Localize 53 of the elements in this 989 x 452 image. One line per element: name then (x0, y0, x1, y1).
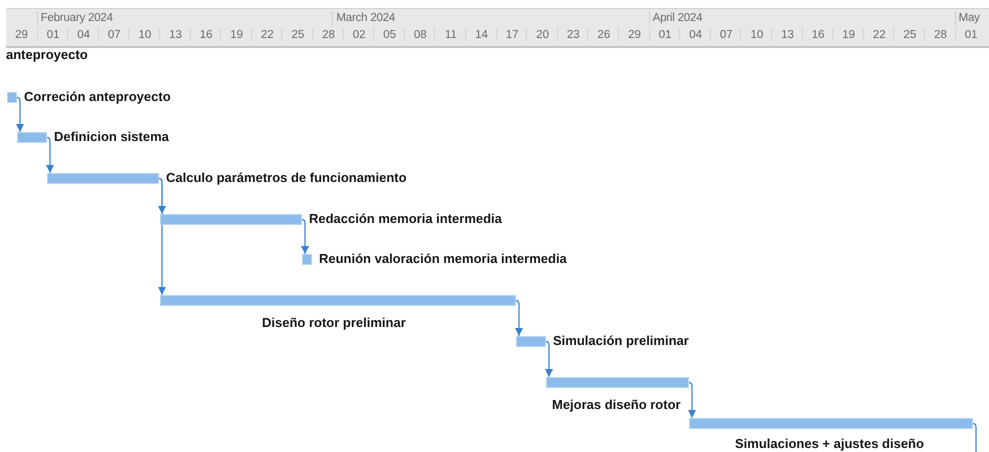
day-label: 22 (250, 28, 283, 42)
day-label: 17 (496, 28, 528, 42)
day-label: 23 (556, 28, 589, 42)
day-label: 16 (802, 28, 834, 42)
task-label: Mejoras diseño rotor (552, 397, 681, 412)
day-label: 02 (342, 28, 375, 42)
day-label: 01 (954, 28, 987, 42)
month-label: April 2024 (648, 11, 702, 25)
day-label: 13 (159, 28, 191, 42)
day-label: 13 (771, 28, 803, 42)
day-label: 10 (128, 28, 160, 42)
month-label: May (954, 11, 980, 25)
day-label: 05 (373, 28, 406, 42)
dependency-arrow (158, 178, 166, 295)
day-label: 28 (312, 28, 344, 42)
task-label: Correción anteproyecto (24, 89, 171, 104)
day-label: 01 (648, 28, 681, 42)
day-label: 19 (832, 28, 864, 42)
dependency-arrow (515, 300, 523, 336)
day-label: 14 (465, 28, 497, 42)
task-label: Redacción memoria intermedia (309, 211, 502, 226)
task-label: Definicion sistema (54, 129, 169, 144)
dependency-arrow (46, 136, 54, 173)
task-label: Simulaciones + ajustes diseño (735, 436, 924, 451)
day-label: 29 (14, 28, 29, 42)
task-label: Reunión valoración memoria intermedia (319, 251, 567, 266)
day-label: 07 (98, 28, 130, 42)
summary-task-label: anteproyecto (6, 47, 88, 62)
day-label: 25 (893, 28, 926, 42)
day-label: 04 (679, 28, 712, 42)
dependency-arrow (545, 340, 553, 377)
day-label: 07 (710, 28, 742, 42)
day-label: 20 (526, 28, 558, 42)
day-label: 19 (220, 28, 252, 42)
task-label: Simulación preliminar (553, 333, 689, 348)
dependency-arrow (688, 382, 696, 418)
dependency-arrow (16, 96, 24, 132)
day-label: 01 (36, 28, 69, 42)
day-label: 28 (924, 28, 956, 42)
day-label: 26 (587, 28, 620, 42)
day-label: 25 (281, 28, 314, 42)
day-label: 29 (618, 28, 650, 42)
day-label: 08 (404, 28, 436, 42)
month-label: February 2024 (36, 11, 113, 25)
task-label: Diseño rotor preliminar (262, 315, 406, 330)
day-label: 11 (434, 28, 466, 42)
day-label: 10 (740, 28, 772, 42)
task-label: Calculo parámetros de funcionamiento (166, 170, 407, 185)
day-label: 04 (67, 28, 100, 42)
month-label: March 2024 (332, 11, 396, 25)
day-label: 16 (190, 28, 222, 42)
dependency-arrow (301, 218, 309, 254)
day-label: 22 (862, 28, 895, 42)
